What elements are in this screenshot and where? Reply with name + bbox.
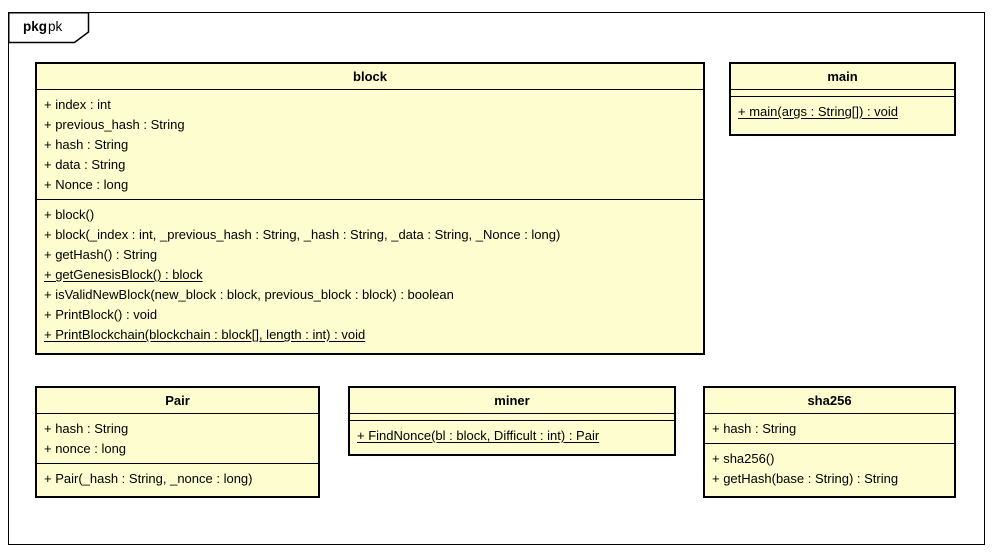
attribute-line: + hash : String [44, 137, 129, 152]
class-title-main: main [731, 64, 954, 90]
class-box-pair: Pair + hash : String + nonce : long + Pa… [35, 386, 320, 498]
class-title-pair: Pair [37, 388, 318, 414]
attributes-section: + index : int + previous_hash : String +… [37, 90, 703, 200]
method-line: + block(_index : int, _previous_hash : S… [44, 227, 561, 242]
attribute-line: + previous_hash : String [44, 117, 185, 132]
package-tab-label: pkgpk [23, 12, 62, 42]
attributes-section-empty [731, 90, 954, 97]
class-title-miner: miner [350, 388, 674, 414]
attribute-line: + index : int [44, 97, 111, 112]
methods-section: + main(args : String[]) : void [731, 97, 954, 134]
class-title-block: block [37, 64, 703, 90]
attribute-line: + hash : String [712, 421, 797, 436]
attributes-section: + hash : String + nonce : long [37, 414, 318, 464]
method-line: + PrintBlock() : void [44, 307, 158, 322]
method-line: + Pair(_hash : String, _nonce : long) [44, 471, 253, 486]
methods-section: + FindNonce(bl : block, Difficult : int)… [350, 421, 674, 454]
method-line: + isValidNewBlock(new_block : block, pre… [44, 287, 454, 302]
methods-section: + block() + block(_index : int, _previou… [37, 200, 703, 353]
attributes-section-empty [350, 414, 674, 421]
method-line: + getHash() : String [44, 247, 158, 262]
package-name: pk [48, 19, 63, 34]
method-line: + getHash(base : String) : String [712, 471, 899, 486]
attribute-line: + Nonce : long [44, 177, 129, 192]
class-box-miner: miner + FindNonce(bl : block, Difficult … [348, 386, 676, 456]
class-box-block: block + index : int + previous_hash : St… [35, 62, 705, 355]
method-line: + sha256() [712, 451, 775, 466]
class-title-sha256: sha256 [705, 388, 954, 414]
package-tab: pkgpk [8, 12, 90, 44]
package-tab-shape [8, 12, 90, 44]
methods-section: + sha256() + getHash(base : String) : St… [705, 444, 954, 496]
method-line: + main(args : String[]) : void [738, 104, 899, 119]
attribute-line: + data : String [44, 157, 126, 172]
attributes-section: + hash : String [705, 414, 954, 444]
method-line: + PrintBlockchain(blockchain : block[], … [44, 327, 366, 342]
method-line: + getGenesisBlock() : block [44, 267, 203, 282]
attribute-line: + nonce : long [44, 441, 127, 456]
method-line: + block() [44, 207, 95, 222]
class-box-sha256: sha256 + hash : String + sha256() + getH… [703, 386, 956, 498]
attribute-line: + hash : String [44, 421, 129, 436]
method-line: + FindNonce(bl : block, Difficult : int)… [357, 428, 600, 443]
package-keyword: pkg [23, 19, 48, 34]
class-box-main: main + main(args : String[]) : void [729, 62, 956, 136]
methods-section: + Pair(_hash : String, _nonce : long) [37, 464, 318, 496]
